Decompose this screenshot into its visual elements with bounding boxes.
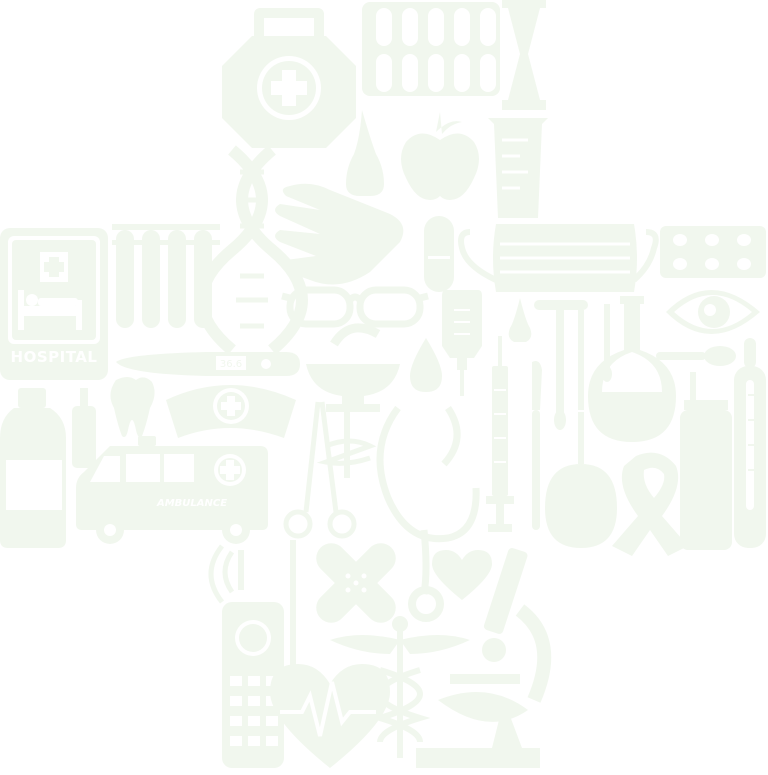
cotton-swabs-icon <box>534 300 612 430</box>
pill-blister-icon <box>362 2 500 96</box>
thermometer-icon <box>734 338 766 548</box>
thermometer-reading: 36.6 <box>220 359 242 370</box>
bandage-icon <box>316 543 396 623</box>
spray-bottle-icon <box>680 372 732 550</box>
mortar-pestle-icon <box>306 323 400 412</box>
hospital-label: HOSPITAL <box>11 348 98 366</box>
mobile-phone-icon <box>208 544 284 768</box>
ambulance-label: AMBULANCE <box>156 498 227 509</box>
forceps-icon <box>283 401 357 539</box>
hospital-sign-icon: HOSPITAL <box>0 228 108 380</box>
pill-card-icon <box>660 226 766 278</box>
hourglass-icon <box>502 0 546 110</box>
drop-icon <box>410 338 442 392</box>
scalpel-icon <box>532 361 542 530</box>
eye-icon <box>666 290 760 334</box>
surgical-mask-icon <box>458 224 659 292</box>
awareness-ribbon-icon <box>612 452 688 556</box>
iv-bag-icon <box>442 290 482 396</box>
small-bottle-icon <box>72 388 96 468</box>
heart-ecg-icon <box>270 664 390 768</box>
medicine-bottle-icon <box>0 388 66 548</box>
bowl-icon <box>438 692 528 722</box>
ambulance-icon: AMBULANCE <box>76 436 268 544</box>
dna-helix-icon <box>196 145 308 355</box>
gloves-icon <box>275 183 404 285</box>
spoon-icon <box>656 346 736 366</box>
heart-icon <box>432 550 492 600</box>
digital-thermometer-icon: 36.6 <box>116 352 300 376</box>
eyeglasses-icon <box>281 286 429 328</box>
capsule-icon <box>424 216 454 292</box>
nurse-cap-icon <box>166 385 296 438</box>
bulb-syringe-icon <box>545 412 617 548</box>
caduceus-icon <box>330 616 470 758</box>
rod-of-asclepius-icon <box>316 396 377 478</box>
tooth-icon <box>110 377 155 438</box>
syringe-icon <box>486 336 514 532</box>
stethoscope-icon <box>376 405 480 622</box>
flask-icon <box>588 296 676 442</box>
measuring-beaker-icon <box>488 118 548 218</box>
probe-icon <box>290 540 296 710</box>
dropper-bottle-icon <box>346 110 384 196</box>
first-aid-kit-icon <box>222 8 356 148</box>
apple-icon <box>401 112 479 200</box>
nasal-dropper-icon <box>508 298 532 342</box>
microscope-icon <box>416 548 552 768</box>
